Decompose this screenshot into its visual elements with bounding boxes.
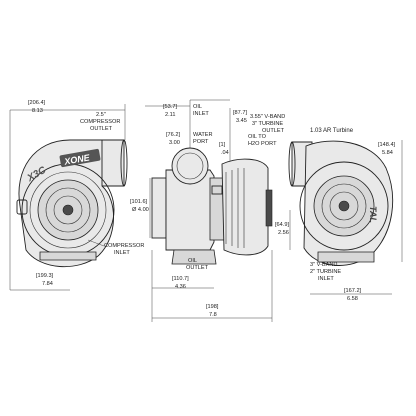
turbine-housing-profile	[221, 158, 269, 256]
water-port-line2: PORT	[193, 139, 209, 145]
turbine-outlet-flange	[265, 189, 273, 227]
turbine-hub-icon	[338, 200, 350, 212]
turbine-outlet-offset-in: 3.45	[236, 118, 247, 124]
mount-boss	[16, 199, 28, 215]
side-view: [53.7] 2.11 OIL INLET [76.2] 3.00 WATER …	[130, 99, 291, 322]
side-brand-logo: TAL	[368, 206, 378, 223]
turbine-width-in: 6.58	[347, 296, 358, 302]
compressor-inlet-line2: INLET	[114, 250, 130, 256]
small-dim-mm: [1]	[219, 142, 226, 148]
water-port-mm: [76.2]	[166, 132, 180, 138]
water-port-line1: WATER	[193, 132, 213, 138]
left-height-in: 7.84	[42, 281, 53, 287]
oil-inlet-line2: INLET	[193, 111, 209, 117]
turbine-height-in: 5.84	[382, 150, 393, 156]
turbine-scroll-ring	[299, 161, 389, 251]
turbine-inlet-line3: INLET	[318, 276, 334, 282]
compressor-nut-icon	[62, 204, 74, 216]
compressor-view: [206.4] 8.13 2.5" COMPRESSOR OUTLET X3C …	[9, 100, 144, 291]
compressor-foot	[39, 251, 97, 261]
water-port-in: 3.00	[169, 140, 180, 146]
small-dim-in: .04	[221, 150, 229, 156]
compressor-outlet-line1: 2.5"	[96, 112, 106, 118]
compressor-body-profile	[165, 169, 215, 251]
turbine-outlet-offset-mm: [87.7]	[233, 110, 247, 116]
brand-badge	[59, 148, 101, 168]
oil-outlet-offset-in: 4.36	[175, 284, 186, 290]
turbine-inlet-line2: 2" TURBINE	[310, 269, 341, 275]
outlet-boss	[171, 147, 209, 185]
turbine-height-mm: [148.4]	[378, 142, 396, 148]
compressor-inlet-flange	[151, 177, 167, 239]
outlet-height-in: 2.56	[278, 230, 289, 236]
oil-inlet-offset-in: 2.11	[165, 112, 175, 118]
compressor-outlet-line2: COMPRESSOR	[80, 119, 120, 125]
left-height-mm: [199.3]	[36, 273, 54, 279]
turbine-inlet-line1: 3" V-BAND	[310, 262, 337, 268]
turbine-inlet-flange	[317, 251, 375, 263]
inlet-dia-in: Ø 4.00	[132, 207, 149, 213]
turbine-outlet-line3: OUTLET	[262, 128, 285, 134]
inlet-dia-mm: [101.6]	[130, 199, 148, 205]
ar-turbine-label: 1.03 AR Turbine	[310, 128, 354, 134]
turbine-width-mm: [167.2]	[344, 288, 362, 294]
turbine-outlet-line1: 3.55" V-BAND	[250, 114, 285, 120]
compressor-inlet-line1: COMPRESSOR	[104, 243, 144, 249]
overall-length-in: 7.8	[209, 312, 217, 318]
oil-to-h2o-line2: H2O PORT	[248, 141, 277, 147]
oil-outlet-line2: OUTLET	[186, 265, 209, 271]
turbine-view: 1.03 AR Turbine [148.4] 5.84 TAL 3" V-BA…	[288, 128, 403, 302]
oil-outlet-line1: OIL	[188, 258, 197, 264]
overall-length-mm: [198]	[206, 304, 219, 310]
oil-outlet-offset-mm: [110.7]	[172, 276, 189, 282]
outlet-height-mm: [64.9]	[275, 222, 289, 228]
turbine-outlet-line2: 3" TURBINE	[252, 121, 283, 127]
oil-inlet-line1: OIL	[193, 104, 202, 110]
brand-logo: XONE	[63, 152, 92, 167]
left-width-in: 8.13	[32, 108, 43, 114]
oil-inlet-offset-mm: [53.7]	[163, 104, 177, 110]
left-width-mm: [206.4]	[28, 100, 46, 106]
oil-to-h2o-line1: OIL TO	[248, 134, 267, 140]
compressor-outlet-line3: OUTLET	[90, 126, 113, 132]
oil-outlet-base	[171, 249, 217, 265]
